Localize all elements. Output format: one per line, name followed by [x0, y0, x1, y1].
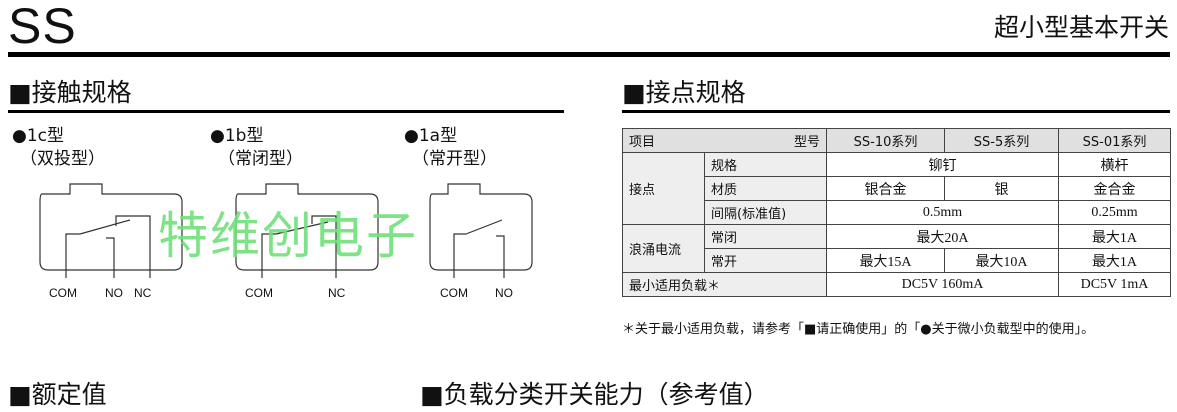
terminal-nc-label: NC: [134, 286, 152, 300]
cell-nc-main: 最大20A: [826, 224, 1059, 249]
cell-min-load-main: DC5V 160mA: [826, 272, 1059, 297]
header-ss01: SS-01系列: [1058, 128, 1171, 153]
contact-spec-table: 项目 型号 SS-10系列 SS-5系列 SS-01系列 接点 规格 铆钉 横杆…: [622, 128, 1171, 297]
row-min-load-label: 最小适用负载＊: [622, 272, 827, 297]
row-material-label: 材质: [704, 176, 827, 201]
group-inrush-label: 浪涌电流: [622, 224, 705, 273]
row-spec-label: 规格: [704, 152, 827, 177]
header-rule: [8, 52, 1170, 57]
group-contact-label: 接点: [622, 152, 705, 225]
cell-no-01: 最大1A: [1058, 248, 1171, 273]
switch-1a-diagram: [429, 183, 533, 278]
terminal-no-label: NO: [495, 286, 513, 300]
type-1a-desc: （常开型）: [412, 149, 497, 169]
type-1b-label: ●1b型: [210, 126, 264, 146]
cell-nc-01: 最大1A: [1058, 224, 1171, 249]
table-header-item-model: 项目 型号: [622, 128, 827, 153]
cell-material-10: 银合金: [826, 176, 945, 201]
table-row: 常开 最大15A 最大10A 最大1A: [623, 248, 1171, 273]
header-ss5: SS-5系列: [944, 128, 1059, 153]
row-no-label: 常开: [704, 248, 827, 273]
type-1c-desc: （双投型）: [20, 149, 105, 169]
cell-spec-main: 铆钉: [826, 152, 1059, 177]
cell-no-5: 最大10A: [944, 248, 1059, 273]
cell-material-5: 银: [944, 176, 1059, 201]
section-rule-contact-form: [8, 110, 564, 113]
switch-1b-diagram: [235, 183, 379, 278]
table-row: 接点 规格 铆钉 横杆: [622, 152, 1171, 225]
section-title-contact-spec: ■接点规格: [622, 78, 746, 107]
switch-1c-diagram: [39, 183, 183, 278]
page-subtitle: 超小型基本开关: [993, 13, 1169, 42]
table-row: 浪涌电流 常闭 最大20A 最大1A: [622, 224, 1171, 273]
section-title-ratings: ■额定值: [8, 380, 107, 409]
cell-gap-01: 0.25mm: [1058, 200, 1171, 225]
cell-gap-main: 0.5mm: [826, 200, 1059, 225]
row-gap-label: 间隔(标准值): [704, 200, 827, 225]
section-title-load-class: ■负载分类开关能力（参考值）: [420, 380, 769, 409]
table-row: 最小适用负载＊ DC5V 160mA DC5V 1mA: [622, 272, 1171, 297]
terminal-com-label: COM: [245, 286, 273, 300]
section-title-contact-form: ■接触规格: [8, 78, 132, 107]
header-item-label: 项目: [629, 135, 656, 150]
cell-min-load-01: DC5V 1mA: [1058, 272, 1171, 297]
cell-spec-01: 横杆: [1058, 152, 1171, 177]
type-1a-label: ●1a型: [404, 126, 458, 146]
terminal-nc-label: NC: [328, 286, 346, 300]
cell-no-10: 最大15A: [826, 248, 945, 273]
model-title: SS: [8, 0, 77, 54]
header-model-label: 型号: [793, 135, 820, 150]
terminal-com-label: COM: [49, 286, 77, 300]
table-row: 间隔(标准值) 0.5mm 0.25mm: [623, 200, 1171, 225]
table-row: 项目 型号 SS-10系列 SS-5系列 SS-01系列: [622, 128, 1171, 153]
row-nc-label: 常闭: [704, 224, 827, 249]
type-1c-label: ●1c型: [12, 126, 64, 146]
section-rule-contact-spec: [622, 110, 1170, 113]
table-row: 材质 银合金 银 金合金: [623, 176, 1171, 201]
terminal-no-label: NO: [105, 286, 123, 300]
watermark-text: 特维创电子: [158, 207, 418, 265]
type-1b-desc: （常闭型）: [218, 149, 303, 169]
terminal-com-label: COM: [440, 286, 468, 300]
header-ss10: SS-10系列: [826, 128, 945, 153]
min-load-footnote: ＊关于最小适用负载，请参考「■请正确使用」的「●关于微小负载型中的使用」。: [622, 322, 1095, 337]
cell-material-01: 金合金: [1058, 176, 1171, 201]
